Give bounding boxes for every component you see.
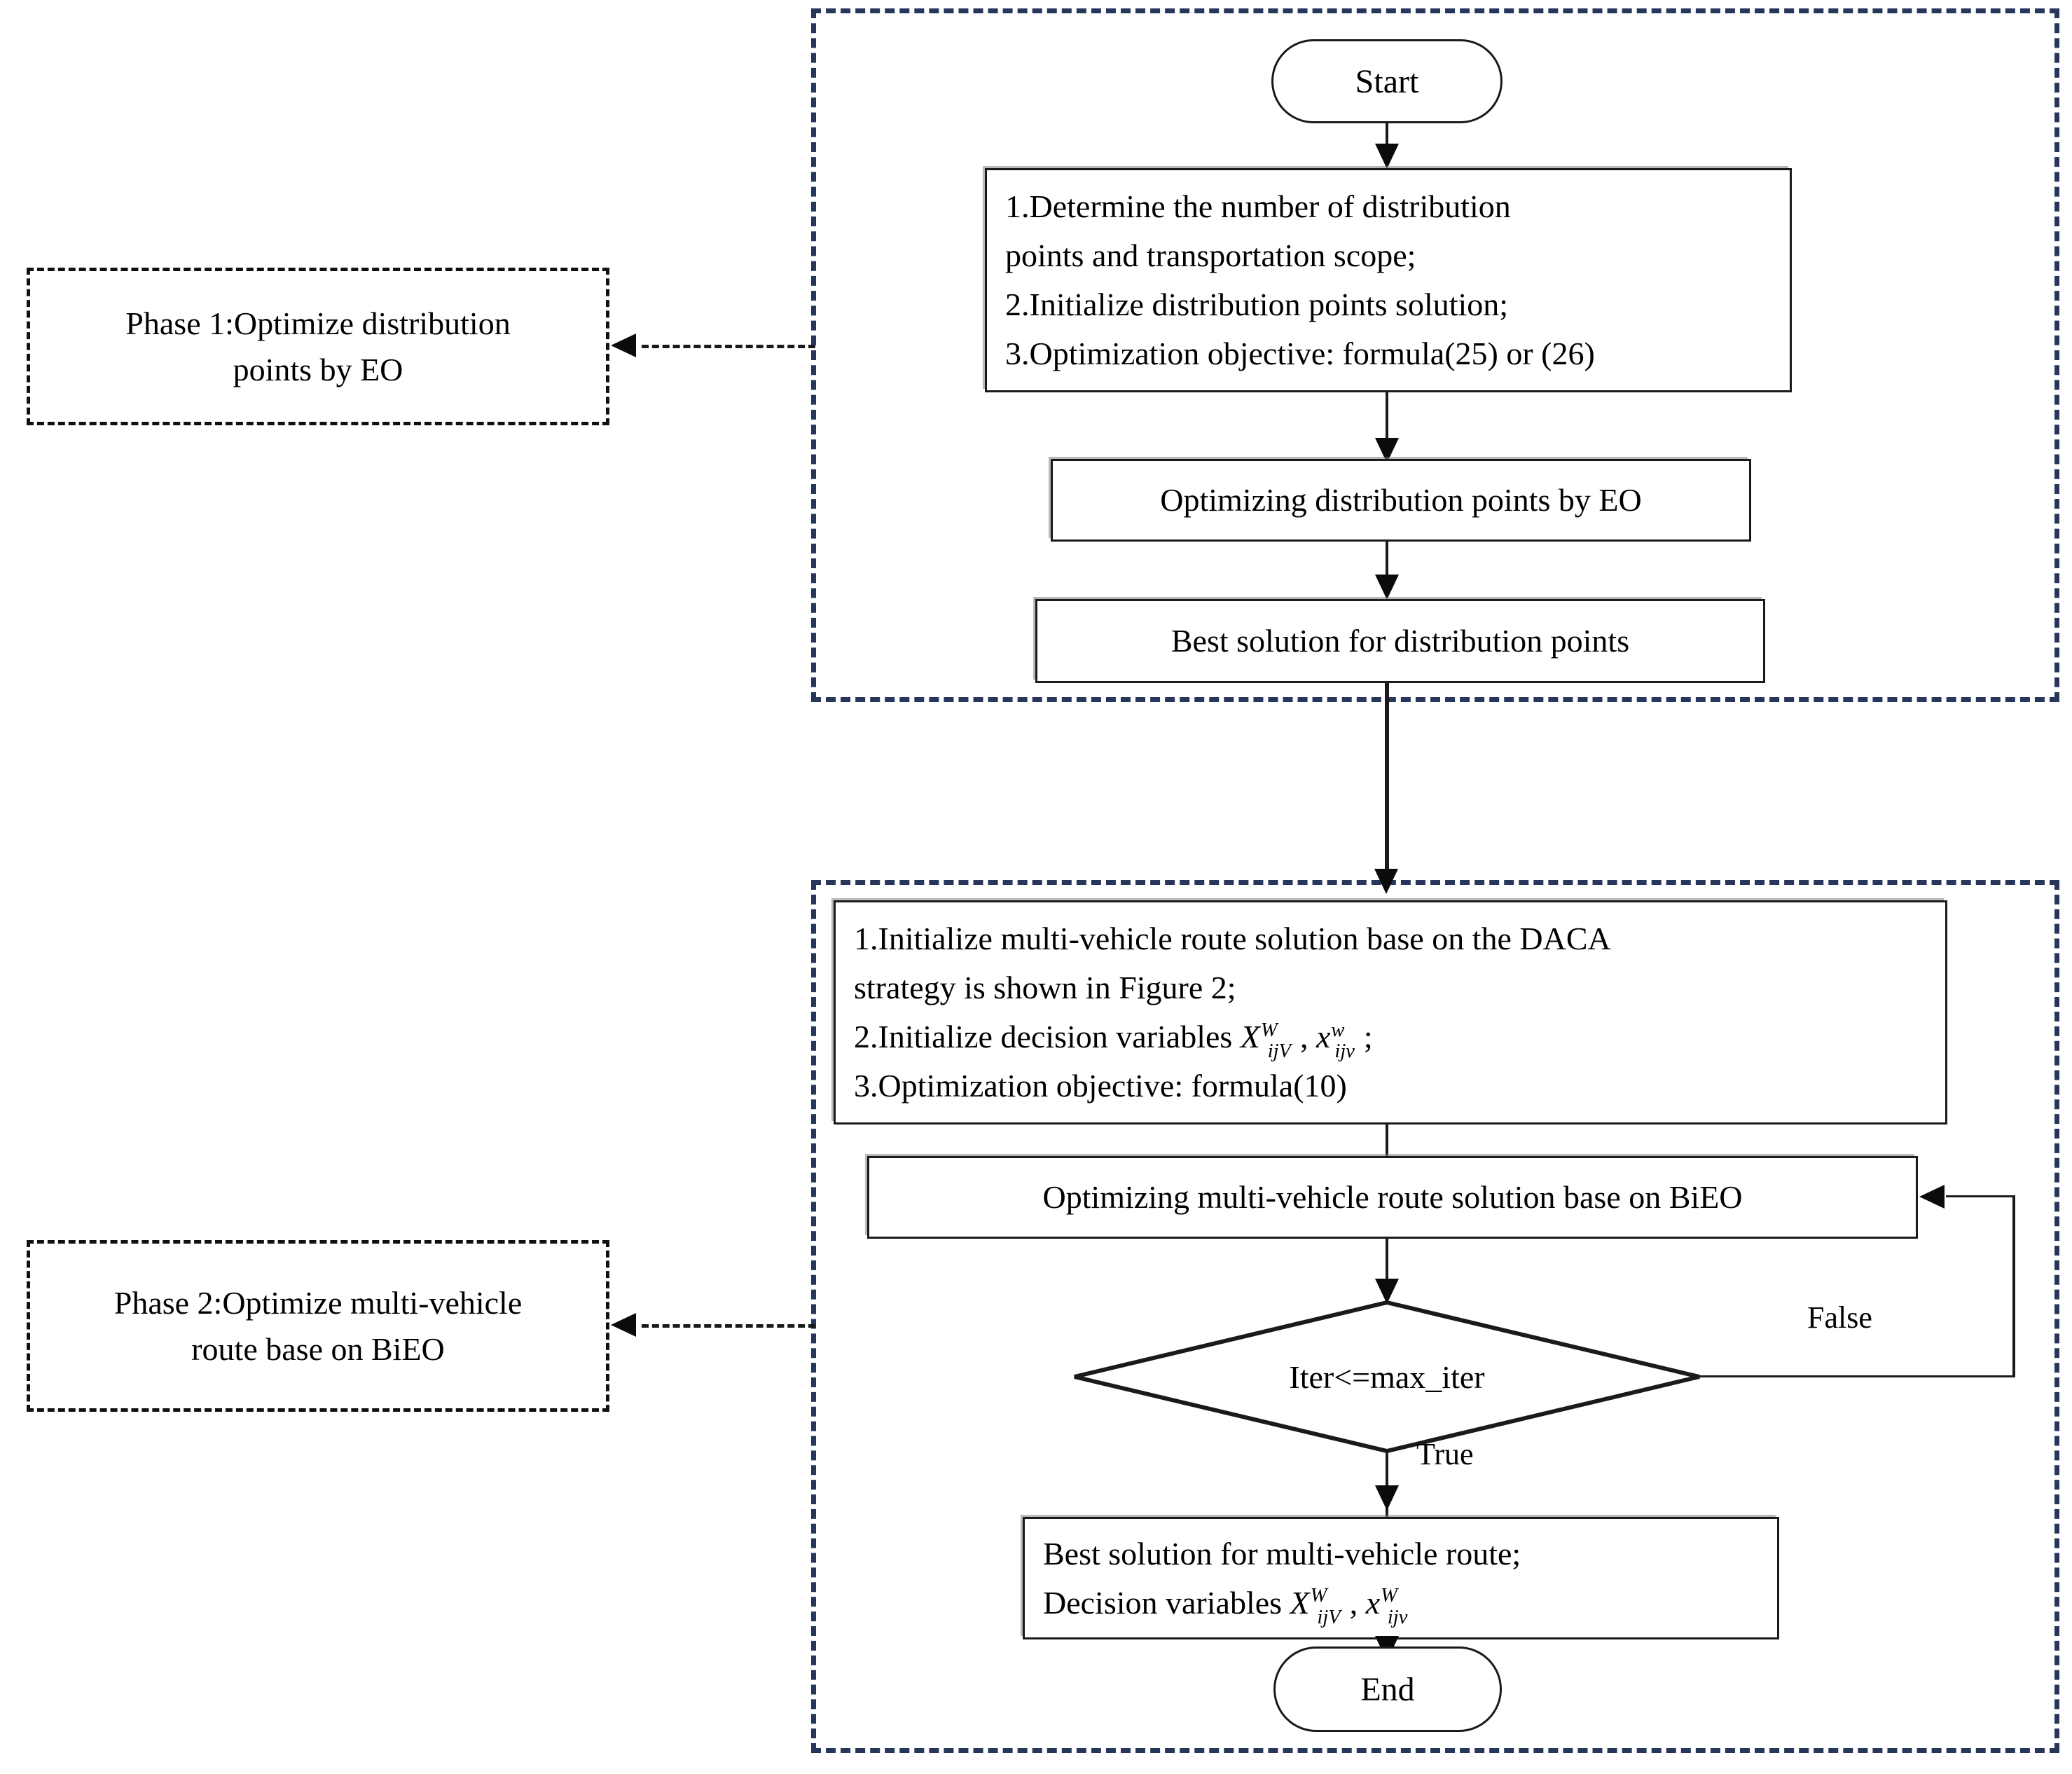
phase-1-result-box: Best solution for distribution points: [1035, 599, 1765, 683]
arrowhead-optimize-to-decision: [1375, 1279, 1399, 1304]
phase-1-dashed-connector: [642, 345, 815, 348]
arrowhead-optimize-to-result: [1375, 575, 1399, 600]
phase-1-step-box: 1.Determine the number of distribution p…: [985, 168, 1792, 392]
phase-1-dashed-arrowhead: [611, 334, 636, 357]
phase-1-container: [811, 8, 2059, 702]
phase-1-step-line-3: 2.Initialize distribution points solutio…: [1005, 287, 1509, 322]
false-loop-arrowhead: [1919, 1185, 1945, 1209]
phase-1-label-box: Phase 1:Optimize distribution points by …: [27, 268, 609, 425]
phase-2-container: [811, 880, 2059, 1753]
phase-2-result-line-2: Decision variables XWijV, xWijv: [1043, 1579, 1521, 1628]
decision-diamond: Iter<=max_iter: [1072, 1300, 1702, 1454]
phase-1-step-line-1: 1.Determine the number of distribution: [1005, 188, 1511, 225]
var-x-base: x: [1315, 1019, 1331, 1054]
arrowhead-start-to-step1: [1375, 144, 1399, 169]
false-loop-segment-top: [1946, 1195, 2014, 1197]
phase-2-label-box: Phase 2:Optimize multi-vehicle route bas…: [27, 1240, 609, 1412]
phase-1-optimize-box: Optimizing distribution points by EO: [1051, 459, 1751, 542]
result-variable-x-lower: xWijv: [1366, 1579, 1417, 1628]
result-var-x-subscript: ijv: [1387, 1606, 1408, 1628]
phase-2-dashed-connector: [642, 1324, 815, 1328]
arrowhead-decision-to-result: [1375, 1485, 1399, 1511]
phase-2-dashed-arrowhead: [611, 1313, 636, 1337]
phase-2-step-line-1: 1.Initialize multi-vehicle route solutio…: [854, 921, 1611, 957]
phase-2-step-line-2: strategy is shown in Figure 2;: [854, 970, 1236, 1006]
result-var-x-superscript: W: [1381, 1585, 1397, 1607]
result-var-X-base: X: [1290, 1584, 1310, 1621]
phase-1-step-line-2: points and transportation scope;: [1005, 238, 1416, 274]
phase-2-step-line-3-separator: ,: [1299, 1019, 1316, 1054]
phase-2-result-line-1: Best solution for multi-vehicle route;: [1043, 1535, 1521, 1572]
edge-label-false: False: [1807, 1300, 1872, 1335]
var-X-base: X: [1240, 1019, 1260, 1054]
arrowhead-phase1-to-phase2: [1374, 869, 1398, 894]
false-loop-segment-bottom: [1699, 1375, 2015, 1377]
decision-variable-x-lower: xwijv: [1316, 1012, 1364, 1061]
phase-1-result-label: Best solution for distribution points: [1170, 623, 1630, 659]
phase-2-result-box: Best solution for multi-vehicle route; D…: [1023, 1517, 1779, 1639]
phase-2-step-line-3-suffix: ;: [1363, 1019, 1373, 1054]
result-var-X-superscript: W: [1310, 1585, 1327, 1607]
start-terminator: Start: [1271, 39, 1503, 123]
phase-2-result-line-2-prefix: Decision variables: [1043, 1584, 1290, 1621]
result-var-X-subscript: ijV: [1317, 1606, 1341, 1628]
phase-2-optimize-label: Optimizing multi-vehicle route solution …: [1042, 1179, 1743, 1216]
decision-variable-X-upper: XWijV: [1241, 1012, 1300, 1061]
phase-2-optimize-box: Optimizing multi-vehicle route solution …: [867, 1156, 1918, 1239]
end-terminator: End: [1273, 1646, 1502, 1732]
edge-label-true: True: [1416, 1437, 1474, 1471]
connector-start-to-step1: [1386, 123, 1388, 151]
phase-1-label-line-2: points by EO: [233, 351, 403, 387]
decision-label: Iter<=max_iter: [1289, 1359, 1485, 1395]
result-variable-X-upper: XWijV: [1290, 1579, 1350, 1628]
result-var-x-base: x: [1365, 1584, 1381, 1621]
phase-1-label-line-1: Phase 1:Optimize distribution: [125, 305, 511, 342]
phase-2-step-box: 1.Initialize multi-vehicle route solutio…: [834, 900, 1947, 1125]
phase-2-result-line-2-separator: ,: [1349, 1584, 1366, 1621]
connector-optimize-to-result: [1386, 542, 1388, 598]
phase-2-step-line-3-prefix: 2.Initialize decision variables: [854, 1019, 1241, 1054]
start-label: Start: [1355, 62, 1419, 100]
false-loop-segment-right: [2012, 1195, 2015, 1377]
connector-decision-to-result: [1386, 1450, 1388, 1517]
connector-step1-to-optimize: [1386, 392, 1388, 455]
end-label: End: [1360, 1670, 1415, 1708]
var-X-superscript: W: [1260, 1019, 1278, 1041]
phase-1-optimize-label: Optimizing distribution points by EO: [1160, 482, 1642, 518]
phase-2-step-line-3: 2.Initialize decision variables XWijV, x…: [854, 1012, 1611, 1061]
phase-2-label-line-2: route base on BiEO: [191, 1330, 445, 1367]
var-X-subscript: ijV: [1267, 1040, 1291, 1063]
var-x-subscript: ijv: [1334, 1040, 1355, 1063]
phase-1-step-line-4: 3.Optimization objective: formula(25) or…: [1005, 335, 1595, 371]
phase-2-step-line-4: 3.Optimization objective: formula(10): [854, 1067, 1347, 1103]
var-x-superscript: w: [1331, 1019, 1345, 1041]
connector-phase1-to-phase2: [1385, 683, 1389, 886]
connector-optimize-to-decision: [1386, 1239, 1388, 1305]
phase-2-label-line-1: Phase 2:Optimize multi-vehicle: [113, 1285, 523, 1321]
